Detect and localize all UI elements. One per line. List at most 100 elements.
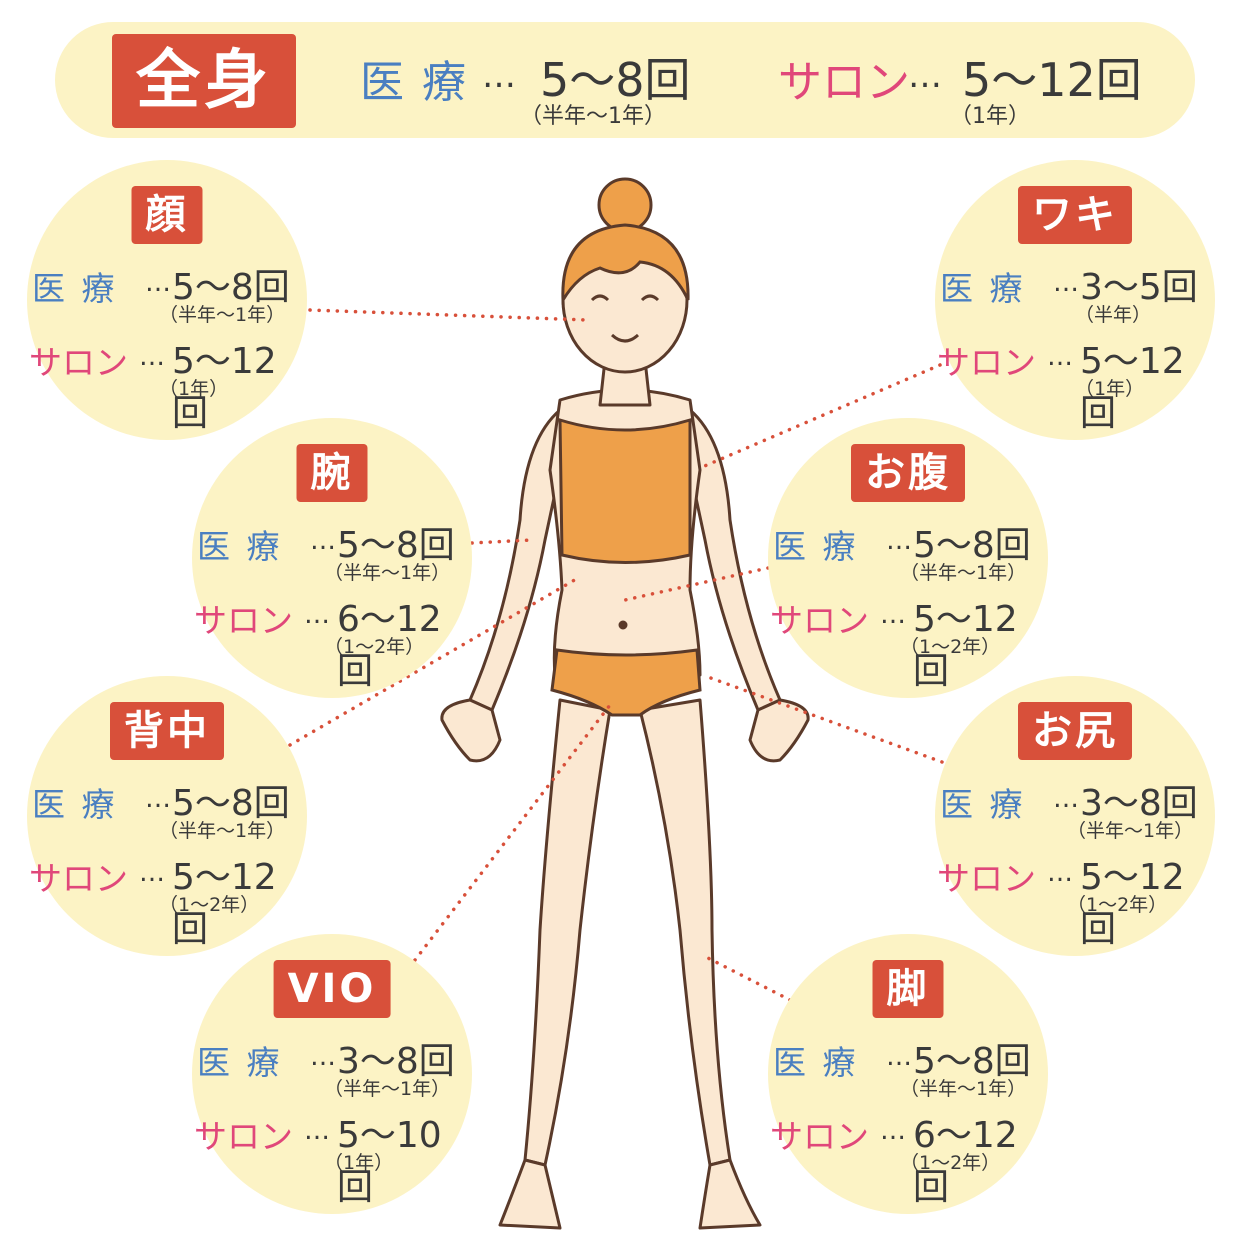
whole-body-salon-value: 5〜12回 (962, 53, 1142, 107)
whole-body-salon-label: サロン (778, 57, 910, 108)
whole-body-medical-dots: … (482, 56, 516, 96)
region-vio-medical-value: 3〜8回 (337, 1041, 455, 1082)
region-back-title: 背中 (110, 702, 224, 760)
region-vio-medical-note: （半年〜1年） (324, 1078, 451, 1100)
region-face-medical-label: 医 療 (32, 269, 118, 308)
region-armpit-salon-dots: … (1047, 342, 1073, 372)
region-vio: VIO 医 療 … 3〜8回 （半年〜1年） サロン … 5〜10回 （1年） (192, 934, 472, 1214)
region-back-salon-note: （1〜2年） (159, 894, 260, 916)
region-legs-salon-value: 6〜12回 (913, 1115, 1018, 1208)
region-legs-medical-dots: … (886, 1042, 912, 1072)
region-arm: 腕 医 療 … 5〜8回 （半年〜1年） サロン … 6〜12回 （1〜2年） (192, 418, 472, 698)
region-legs-medical-value: 5〜8回 (913, 1041, 1031, 1082)
region-buttocks-salon-value: 5〜12回 (1080, 857, 1185, 950)
region-back-medical-value: 5〜8回 (172, 783, 290, 824)
region-buttocks-medical-value: 3〜8回 (1080, 783, 1198, 824)
region-legs-medical-note: （半年〜1年） (900, 1078, 1027, 1100)
region-belly-medical-dots: … (886, 526, 912, 556)
region-arm-medical-note: （半年〜1年） (324, 562, 451, 584)
region-face-title: 顔 (131, 186, 203, 244)
whole-body-medical-value: 5〜8回 (540, 53, 691, 107)
whole-body-salon-note: （1年） (950, 104, 1030, 129)
region-face-medical-note: （半年〜1年） (159, 304, 286, 326)
region-face-salon-value: 5〜12回 (172, 341, 277, 434)
region-vio-title: VIO (273, 960, 391, 1018)
region-belly-title: お腹 (851, 444, 965, 502)
region-belly-medical-label: 医 療 (773, 527, 859, 566)
region-armpit-medical-note: （半年） (1075, 304, 1152, 326)
region-armpit-medical-value: 3〜5回 (1080, 267, 1198, 308)
region-buttocks-salon-dots: … (1047, 858, 1073, 888)
region-arm-salon-value: 6〜12回 (337, 599, 442, 692)
region-arm-medical-dots: … (310, 526, 336, 556)
region-legs-salon-dots: … (880, 1116, 906, 1146)
whole-body-medical-note: （半年〜1年） (520, 104, 666, 129)
region-belly-salon-value: 5〜12回 (913, 599, 1018, 692)
region-buttocks-medical-dots: … (1053, 784, 1079, 814)
leader-line-back (288, 576, 580, 747)
region-back-medical-note: （半年〜1年） (159, 820, 286, 842)
region-vio-medical-label: 医 療 (197, 1043, 283, 1082)
region-face-medical-value: 5〜8回 (172, 267, 290, 308)
region-back-salon-dots: … (139, 858, 165, 888)
region-vio-salon-label: サロン (194, 1117, 293, 1156)
region-armpit-salon-note: （1年） (1075, 378, 1145, 400)
woman-figure (440, 226, 810, 1230)
region-belly-salon-dots: … (880, 600, 906, 630)
region-legs-salon-note: （1〜2年） (900, 1152, 1001, 1174)
region-face-salon-dots: … (139, 342, 165, 372)
region-arm-salon-label: サロン (194, 601, 293, 640)
region-belly-salon-label: サロン (770, 601, 869, 640)
region-armpit-medical-label: 医 療 (940, 269, 1026, 308)
region-back-medical-dots: … (145, 784, 171, 814)
leader-line-arm (470, 538, 534, 545)
region-face: 顔 医 療 … 5〜8回 （半年〜1年） サロン … 5〜12回 （1年） (27, 160, 307, 440)
region-armpit: ワキ 医 療 … 3〜5回 （半年） サロン … 5〜12回 （1年） (935, 160, 1215, 440)
region-legs-title: 脚 (872, 960, 944, 1018)
region-legs: 脚 医 療 … 5〜8回 （半年〜1年） サロン … 6〜12回 （1〜2年） (768, 934, 1048, 1214)
region-buttocks-title: お尻 (1018, 702, 1132, 760)
region-belly-medical-value: 5〜8回 (913, 525, 1031, 566)
region-back-salon-label: サロン (29, 859, 128, 898)
region-armpit-medical-dots: … (1053, 268, 1079, 298)
whole-body-salon-dots: … (908, 56, 942, 96)
region-buttocks-medical-note: （半年〜1年） (1067, 820, 1194, 842)
region-arm-title: 腕 (296, 444, 368, 502)
leader-line-face (308, 308, 590, 322)
region-buttocks: お尻 医 療 … 3〜8回 （半年〜1年） サロン … 5〜12回 （1〜2年） (935, 676, 1215, 956)
region-vio-medical-dots: … (310, 1042, 336, 1072)
region-face-medical-dots: … (145, 268, 171, 298)
leader-lines (288, 308, 944, 1002)
region-face-salon-label: サロン (29, 343, 128, 382)
region-arm-medical-label: 医 療 (197, 527, 283, 566)
region-belly: お腹 医 療 … 5〜8回 （半年〜1年） サロン … 5〜12回 （1〜2年） (768, 418, 1048, 698)
region-face-salon-note: （1年） (159, 378, 229, 400)
region-buttocks-salon-note: （1〜2年） (1067, 894, 1168, 916)
region-vio-salon-note: （1年） (324, 1152, 394, 1174)
region-legs-salon-label: サロン (770, 1117, 869, 1156)
region-belly-salon-note: （1〜2年） (900, 636, 1001, 658)
region-armpit-title: ワキ (1018, 186, 1132, 244)
leader-line-legs (706, 956, 792, 1002)
region-arm-salon-note: （1〜2年） (324, 636, 425, 658)
region-legs-medical-label: 医 療 (773, 1043, 859, 1082)
region-arm-salon-dots: … (304, 600, 330, 630)
whole-body-title: 全身 (112, 34, 296, 128)
region-back-medical-label: 医 療 (32, 785, 118, 824)
whole-body-medical-label: 医 療 (360, 57, 468, 108)
face-features (590, 294, 660, 630)
region-belly-medical-note: （半年〜1年） (900, 562, 1027, 584)
leader-line-belly (623, 566, 770, 602)
region-buttocks-medical-label: 医 療 (940, 785, 1026, 824)
leader-line-armpit (698, 363, 942, 470)
leader-line-vio (413, 703, 612, 962)
region-arm-medical-value: 5〜8回 (337, 525, 455, 566)
region-buttocks-salon-label: サロン (937, 859, 1036, 898)
region-armpit-salon-value: 5〜12回 (1080, 341, 1185, 434)
region-vio-salon-dots: … (304, 1116, 330, 1146)
region-back-salon-value: 5〜12回 (172, 857, 277, 950)
region-vio-salon-value: 5〜10回 (337, 1115, 442, 1208)
region-back: 背中 医 療 … 5〜8回 （半年〜1年） サロン … 5〜12回 （1〜2年） (27, 676, 307, 956)
region-armpit-salon-label: サロン (937, 343, 1036, 382)
